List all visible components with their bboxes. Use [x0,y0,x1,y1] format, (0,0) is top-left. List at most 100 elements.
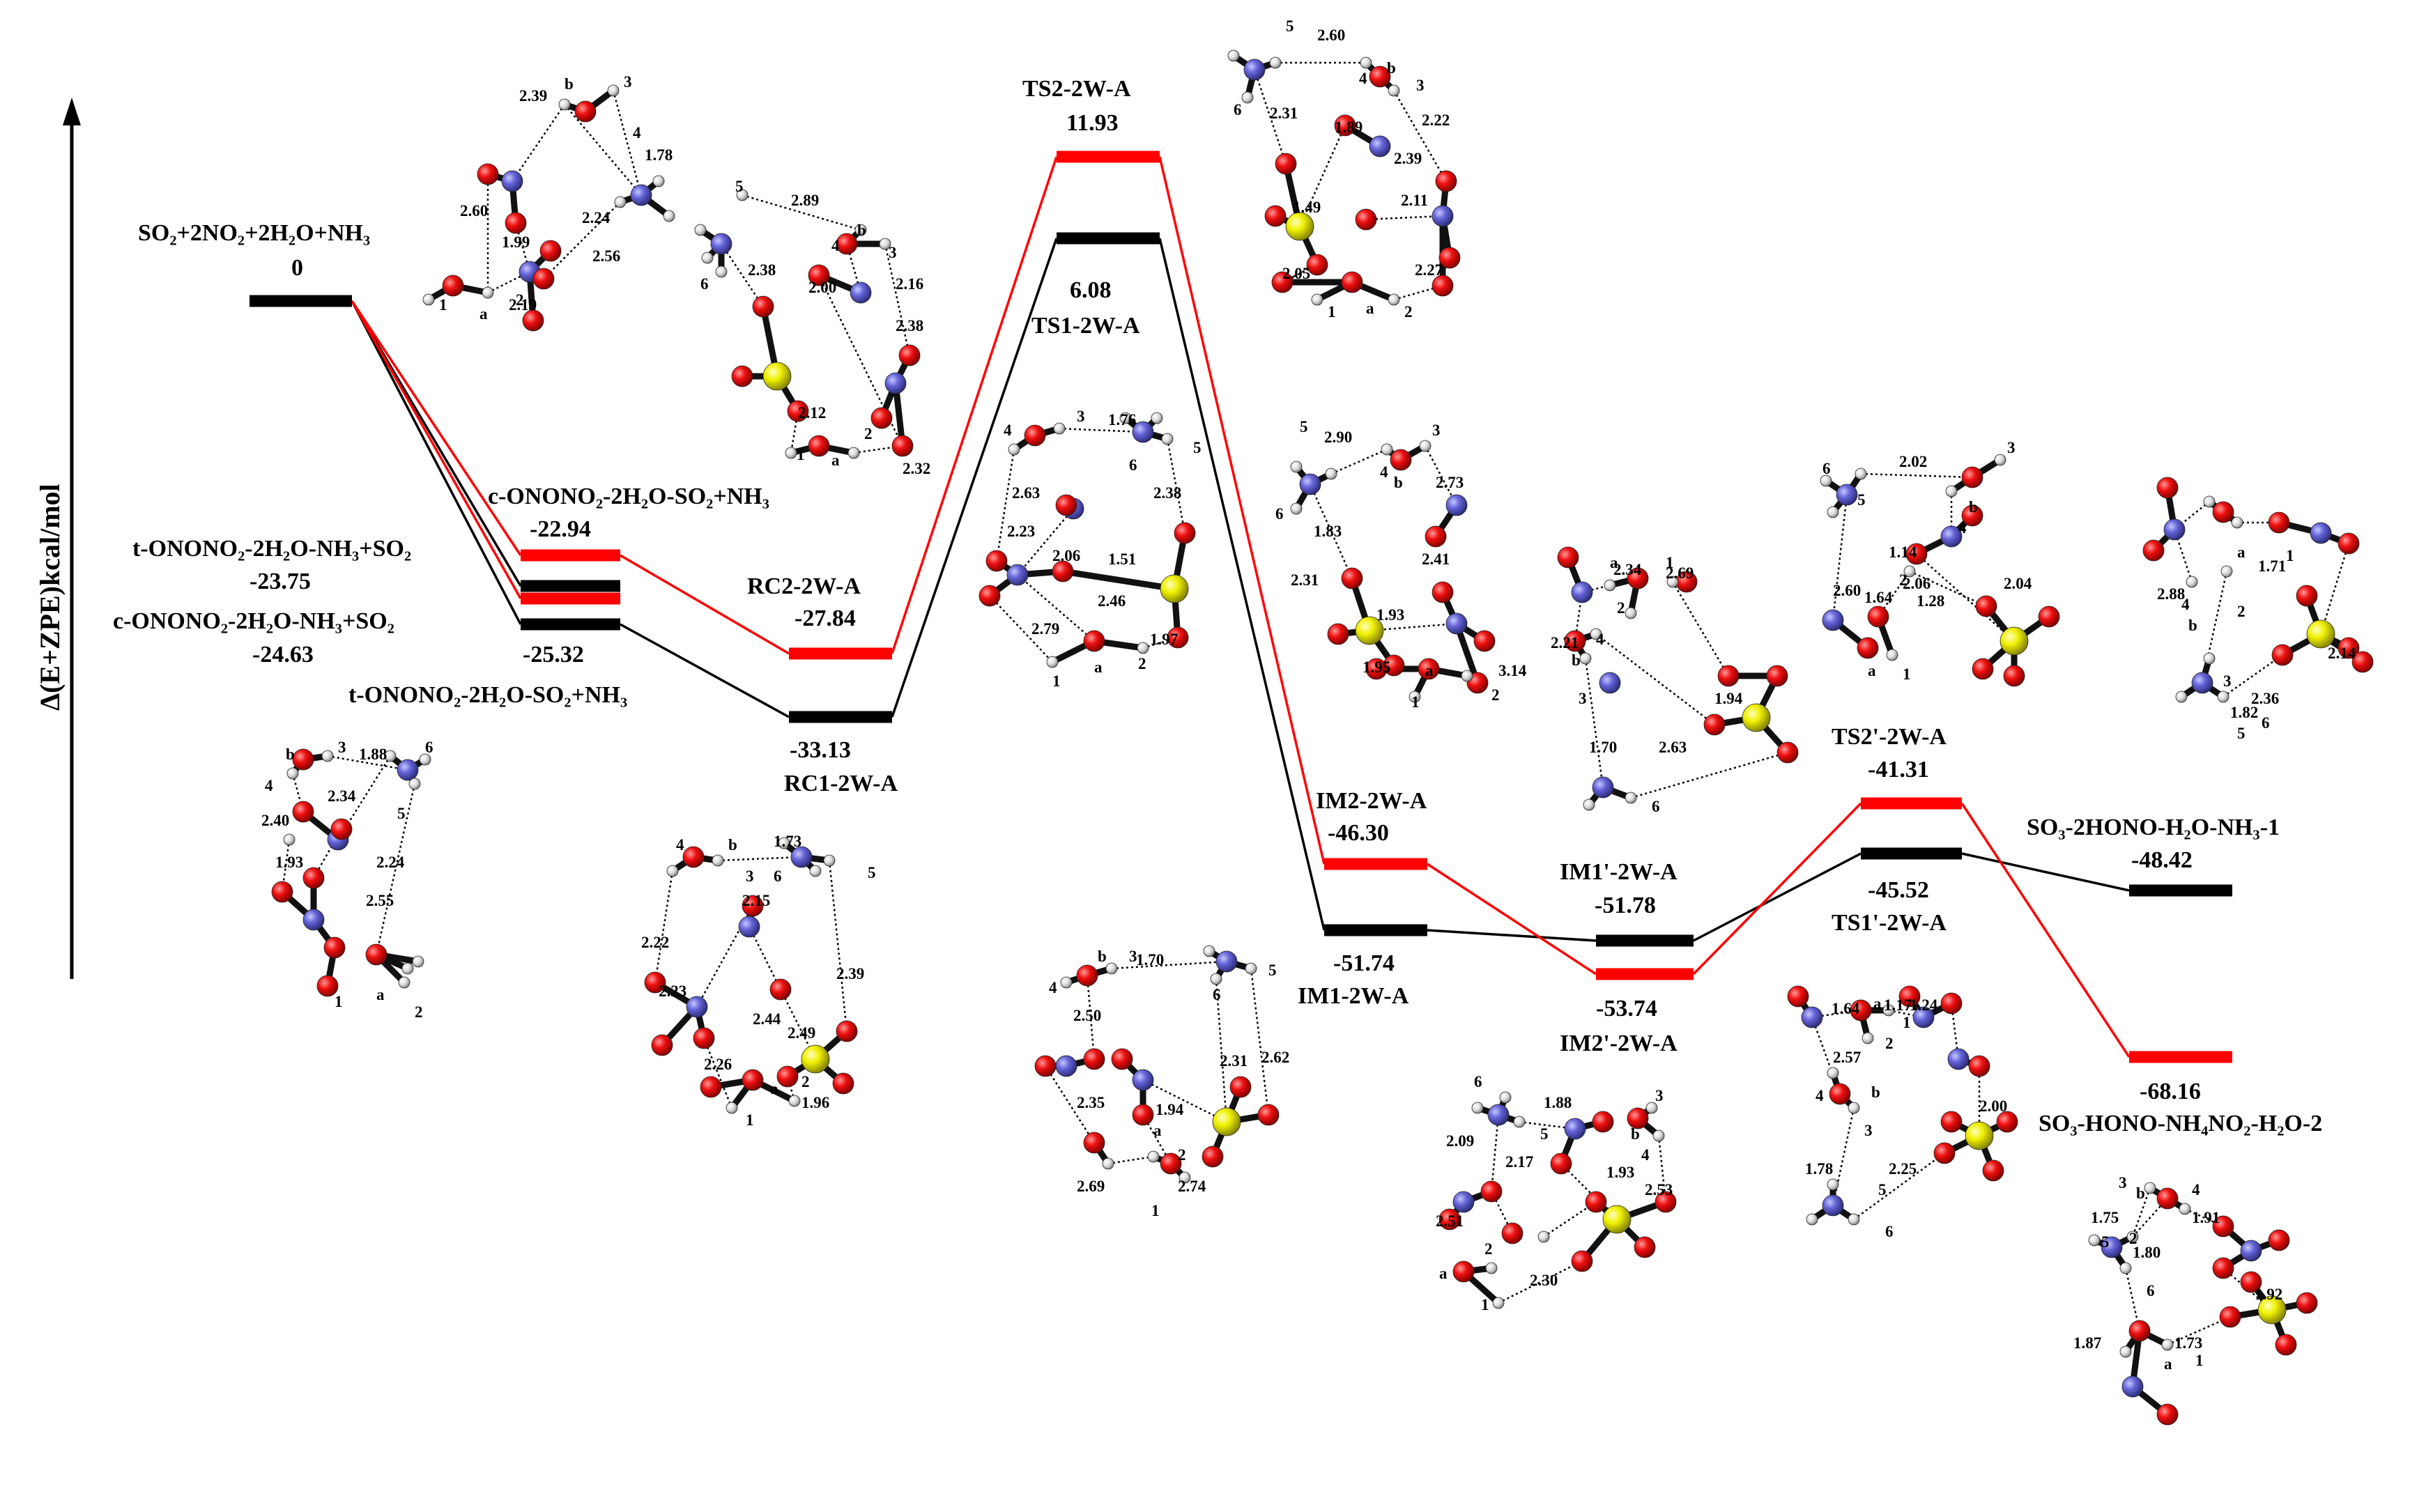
atom-h [1827,506,1839,518]
atom-index-label: 5 [1268,962,1277,979]
hydrogen-bond [748,926,782,990]
atom-index-label: 5 [735,178,744,195]
atom-index-label: 4 [831,237,840,254]
atom-o [292,801,314,823]
atom-index-label: 4 [633,124,641,141]
hydrogen-bond [1107,1155,1154,1165]
atom-n [397,759,419,781]
atom-h [1625,607,1637,619]
hydrogen-bond [543,201,621,279]
distance-label: 2.17 [1505,1153,1533,1171]
hydrogen-bond [1860,472,1973,479]
atom-n [1132,421,1154,443]
atom-n [1055,1055,1077,1077]
atom-n [1912,1006,1935,1028]
distance-label: 1.24 [1910,996,1938,1014]
atom-h [1060,976,1073,989]
label-c2-name: t-ONONO₂-2H₂O-NH₃+SO₂ [132,536,411,562]
atom-h [1652,1129,1665,1142]
atom-o [693,1027,715,1049]
hydrogen-bond [1298,125,1346,227]
atom-o [1655,1191,1677,1213]
atom-o [2240,1271,2262,1293]
distance-label: 2.39 [519,87,547,105]
atom-h [1471,1102,1484,1114]
atom-o [2212,1215,2234,1237]
atom-h [1290,461,1303,473]
atom-index-label: 2 [864,425,873,442]
atom-index-label: a [1366,300,1374,317]
label-ts2p-energy: -41.31 [1868,757,1929,782]
label-ts1-name: TS1-2W-A [1031,313,1140,339]
distance-label: 2.90 [1324,429,1352,446]
atom-n [1947,1048,1970,1070]
atom-o [1961,504,1983,527]
atom-n [1571,581,1593,603]
atom-n [738,916,760,938]
atom-o [2128,1320,2151,1342]
atom-o [1501,1222,1523,1244]
connector-ts2-im2 [1158,156,1326,865]
hydrogen-bond [1365,215,1443,221]
label-ts2p-name: TS2'-2W-A [1832,724,1947,750]
atom-o [1968,1055,1990,1077]
atom-o [1055,494,1077,516]
atom-o [1257,1104,1280,1126]
hydrogen-bond [1853,1152,1945,1221]
atom-index-label: 3 [746,867,754,885]
atom-o [1452,1260,1475,1283]
atom-o [1341,567,1363,589]
distance-label: 1.75 [2091,1209,2119,1226]
hydrogen-bond [2223,654,2283,698]
atom-n [1006,564,1029,586]
atom-index-label: 6 [1474,1073,1482,1090]
atom-h [1862,1032,1874,1044]
atom-h [1537,1231,1550,1243]
atom-o [1435,170,1457,192]
atom-h [694,224,707,236]
label-p2-name: SO₃-HONO-NH₄NO₂-H₂O-2 [2039,1111,2322,1136]
atom-h [726,1102,738,1114]
atom-index-label: b [1387,59,1396,77]
distance-label: 2.79 [1031,620,1059,638]
atom-h [2119,1345,2132,1358]
label-im1-energy: -51.74 [1333,950,1395,976]
atom-o [1940,1111,1963,1133]
hydrogen-bond [1044,1065,1096,1143]
atom-index-label: a [479,305,488,323]
atom-s [1742,703,1771,732]
label-p2-energy: -68.16 [2140,1079,2201,1104]
atom-index-label: 1 [2286,547,2294,564]
distance-label: 2.60 [460,202,488,219]
distance-label: 2.11 [1401,192,1428,209]
atom-o [271,881,293,903]
distance-label: 1.80 [2133,1244,2160,1261]
distance-label: 2.63 [1659,739,1687,756]
distance-label: 2.62 [1261,1049,1289,1066]
atom-o [539,240,562,262]
atom-o [1432,581,1454,603]
atom-index-label: a [2237,543,2246,561]
label-c4-energy: -25.32 [523,642,584,668]
atom-index-label: 1 [1328,303,1336,321]
atom-o [1334,114,1356,137]
connector-reactants-c4 [351,300,522,625]
distance-label: 1.94 [1714,690,1743,707]
atom-index-label: 1 [439,296,447,314]
atom-h [879,238,891,250]
atom-n [790,846,813,868]
hydrogen-bond [742,194,861,231]
atom-n [1299,473,1321,495]
atom-index-label: 6 [700,275,709,293]
hydrogen-bond [1584,658,1604,788]
atom-h [2119,1262,2132,1274]
atom-index-label: 1 [2195,1352,2204,1369]
atom-o [1776,741,1799,764]
atom-index-label: 3 [338,739,346,756]
atom-h [2088,1234,2101,1247]
hydrogen-bond [703,1037,733,1109]
atom-index-label: 6 [1234,101,1242,118]
